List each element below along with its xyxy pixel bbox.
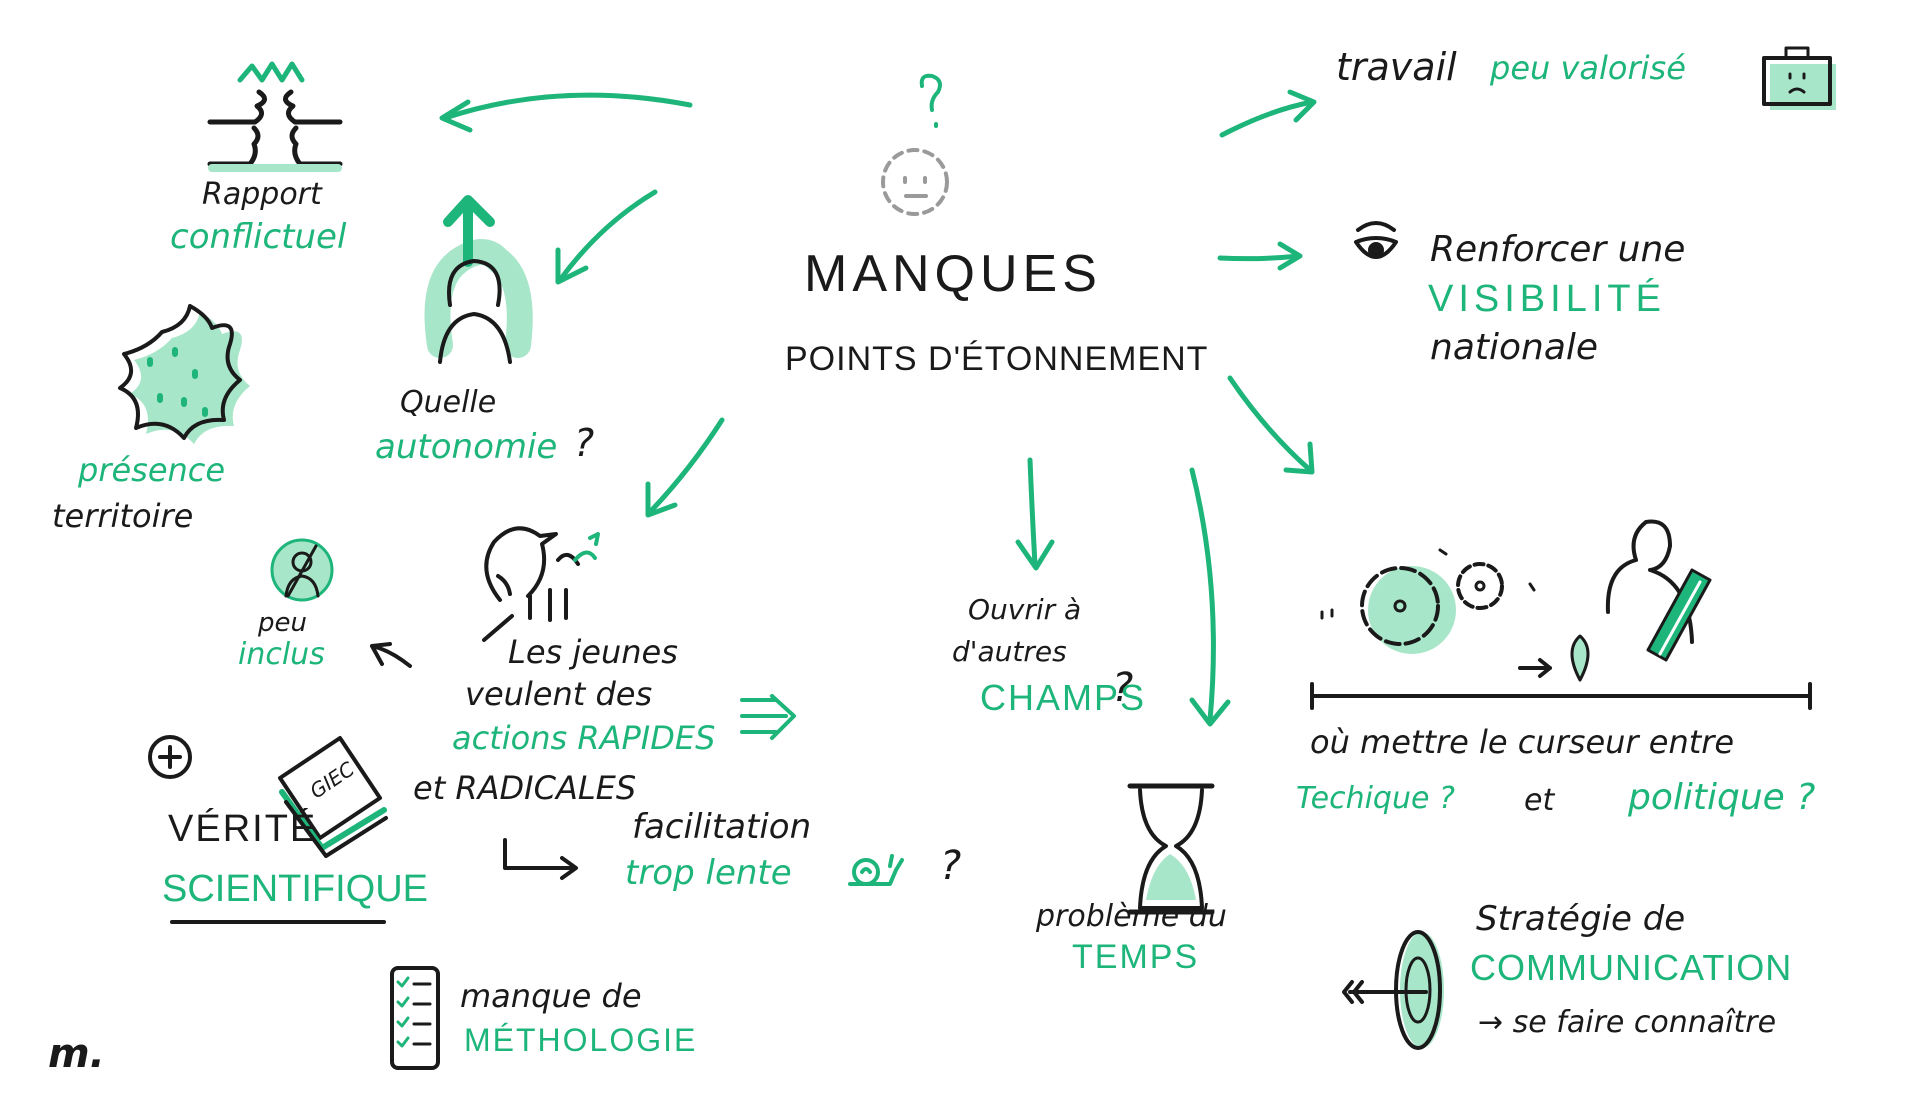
book-icon [278,736,388,858]
arrow-to-temps [1189,467,1216,723]
person-arrow-up-icon [424,195,533,364]
connector-arrows [439,89,1317,727]
travail-line2: peu valorisé [1490,49,1686,87]
confused-face-icon [881,73,949,216]
strategie-line2: COMMUNICATION [1470,947,1793,988]
gears-slider-icon [1310,519,1812,710]
jeunes-line1: Les jeunes [508,633,678,671]
jeunes-line4: et RADICALES [413,769,637,807]
arrow-to-travail [1219,99,1315,138]
arrow-to-jeunes [647,417,725,515]
travail-line1: travail [1336,45,1457,89]
arrow-to-autonomie [557,189,658,283]
arrow-to-curseur [1227,375,1313,473]
curseur-left: Techique ? [1296,781,1455,816]
hourglass-icon [1127,783,1215,915]
visibilite-line1: Renforcer une [1430,229,1686,270]
strategie-line3: → se faire connaître [1478,1005,1777,1040]
autonomie-mark: ? [574,421,595,465]
methodologie-line1: manque de [460,977,642,1015]
visibilite-line3: nationale [1430,327,1599,368]
arrow-to-facilitation [503,838,578,880]
snail-icon [848,854,904,886]
person-crossed-icon [270,538,334,602]
temps-line1: problème du [1036,899,1227,934]
facilitation-line1: facilitation [632,807,812,847]
inclus-line1: peu [258,608,307,638]
visibilite-line2: VISIBILITÉ [1428,278,1666,320]
curseur-and: et [1524,783,1555,818]
two-faces-conflict-icon [207,61,343,172]
rapport-line1: Rapport [202,177,322,212]
center-title: MANQUES [804,245,1102,303]
presence-line2: territoire [52,497,194,535]
autonomie-line1: Quelle [400,385,497,420]
arrow-to-champs [1027,457,1038,568]
champs-line2: d'autres [952,635,1067,668]
jeunes-line2: veulent des [465,675,653,713]
methodologie-line2: MÉTHOLOGIE [464,1022,698,1058]
curseur-right: politique ? [1628,777,1816,818]
arrow-to-visibilite [1217,253,1301,262]
strategie-line1: Stratégie de [1476,899,1686,939]
speed-arrow-icon [740,694,796,740]
eye-icon [1354,221,1398,259]
checklist-icon [390,966,440,1070]
facilitation-line2: trop lente [625,853,792,893]
champs-mark: ? [1112,665,1134,711]
autonomie-line2: autonomie [375,427,558,467]
champs-line3: CHAMPS [980,677,1147,718]
arrow-to-rapport [442,92,693,121]
facilitation-mark: ? [940,843,962,889]
young-person-cap-icon [482,526,600,642]
sad-briefcase-icon [1762,46,1836,110]
presence-line1: présence [78,451,226,489]
verite-line2: SCIENTIFIQUE [162,868,429,910]
plus-circle-icon [148,735,192,779]
target-arrow-icon [1342,930,1444,1050]
center-subtitle: POINTS D'ÉTONNEMENT [785,340,1209,378]
temps-line2: TEMPS [1072,938,1200,976]
jeunes-line3: actions RAPIDES [452,719,716,757]
verite-line1: VÉRITÉ [168,808,318,850]
inclus-line2: inclus [238,637,325,672]
champs-line1: Ouvrir à [968,593,1082,626]
rapport-line2: conflictuel [170,217,347,257]
france-map-icon [118,304,250,444]
curseur-line1: où mettre le curseur entre [1310,723,1735,761]
signature: m. [48,1031,105,1077]
arrow-to-inclus [370,642,412,668]
